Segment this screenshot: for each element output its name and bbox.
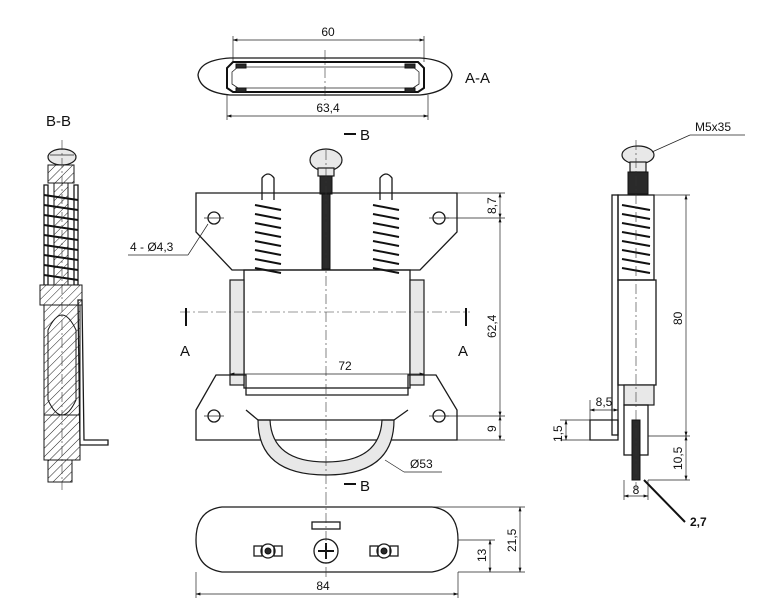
dim-tab-thickness: 1,5	[551, 425, 565, 442]
dim-top-outer-width: 63,4	[316, 101, 340, 115]
cut-marker-b-top: B	[360, 127, 370, 144]
cut-marker-a-right: A	[458, 343, 468, 360]
dim-wheel-diameter: Ø53	[410, 457, 433, 471]
side-view: M5x35 80 10,5 8,5 1,5 8	[551, 120, 745, 529]
dim-bottom-width: 84	[316, 579, 330, 593]
dim-hole-spec: 4 - Ø4,3	[130, 240, 174, 254]
wing-nut-left	[253, 543, 283, 559]
section-aa-view: 60 63,4 A-A	[197, 25, 490, 120]
section-bb-view: B-B	[39, 113, 109, 490]
cut-marker-a-left: A	[180, 343, 190, 360]
dim-side-height: 80	[671, 311, 685, 325]
dim-center-height: 62,4	[485, 314, 499, 338]
dim-top-inner-width: 60	[321, 25, 335, 39]
label-section-bb: B-B	[46, 113, 71, 130]
dim-bottom-height-small: 13	[475, 548, 489, 562]
dim-wheel-span: 72	[338, 359, 352, 373]
dim-plate-thickness: 2,7	[690, 515, 707, 529]
dim-foot-height: 10,5	[671, 446, 685, 470]
dim-foot-width: 8	[633, 483, 640, 497]
bottom-view: 84 13 21,5	[195, 495, 525, 598]
dim-bottom-edge-height: 9	[485, 425, 499, 432]
wing-nut-right	[369, 543, 399, 559]
dim-top-edge-height: 8,7	[485, 197, 499, 214]
dim-bolt-spec: M5x35	[695, 120, 731, 134]
dim-bottom-height-total: 21,5	[505, 528, 519, 552]
front-view: B B A A 4	[128, 127, 505, 495]
dim-tab-width: 8,5	[596, 395, 613, 409]
label-section-aa: A-A	[465, 70, 490, 87]
cut-marker-b-bottom: B	[360, 478, 370, 495]
